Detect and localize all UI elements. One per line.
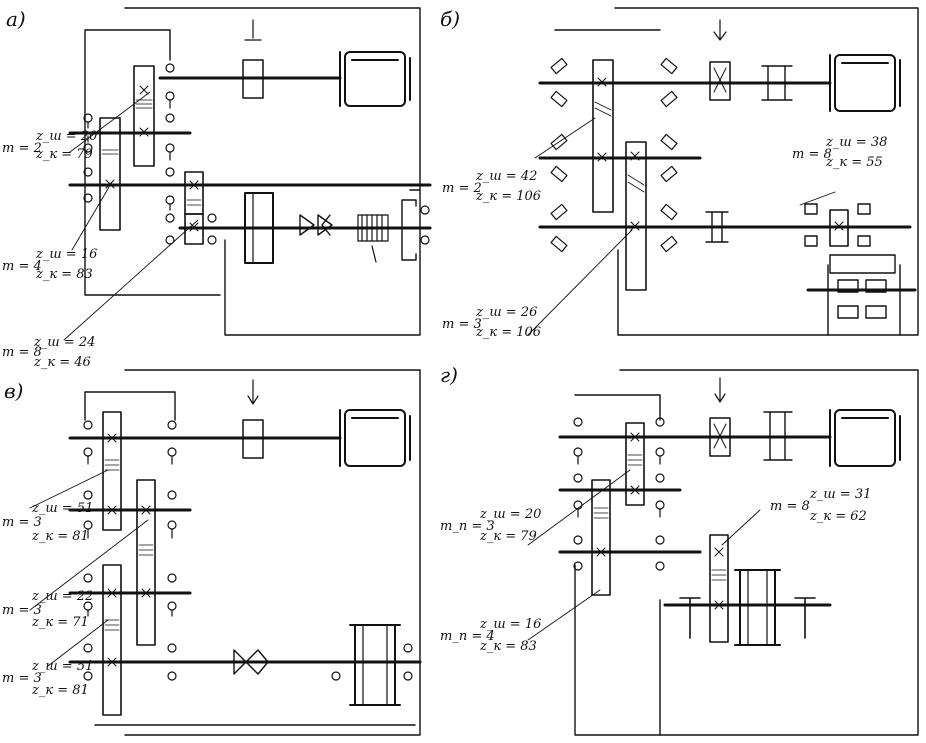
panel-b-housing	[554, 7, 919, 336]
panel-a-letter: а)	[6, 7, 26, 31]
panel-d-gear-3	[709, 534, 729, 643]
panel-b-gear-2	[625, 141, 647, 291]
panel-d-label-2-top: z_ш = 16	[479, 617, 541, 632]
panel-c-gear-1	[102, 411, 122, 531]
panel-c-label-3-bot: z_к = 81	[31, 683, 89, 698]
panel-d-label-2-m: m_п = 4	[440, 629, 495, 644]
panel-a-gear-2	[99, 117, 121, 231]
panel-c-letter: в)	[4, 379, 23, 403]
panel-a-housing	[84, 7, 421, 336]
panel-a-gear-3	[184, 171, 204, 215]
panel-d-housing	[574, 369, 919, 736]
panel-a: а)	[2, 7, 432, 370]
panel-c-gear-3	[102, 564, 122, 716]
panel-a-label-3-m: m = 8	[2, 345, 42, 360]
panel-a-label-1-m: m = 2	[2, 141, 42, 156]
panel-a-label-1-top: z_ш = 20	[35, 129, 97, 144]
panel-c-label-2-m: m = 3	[2, 603, 42, 618]
panel-d-bearings	[573, 417, 665, 571]
panel-d-label-1-m: m_п = 3	[440, 519, 495, 534]
panel-c-bearings	[83, 420, 413, 681]
panel-d-label-2-bot: z_к = 83	[479, 639, 537, 654]
panel-d-motor	[829, 409, 901, 467]
panel-c-label-1-m: m = 3	[2, 515, 42, 530]
panel-c-label-1-bot: z_к = 81	[31, 529, 89, 544]
panel-b-output-mechanism	[804, 203, 917, 336]
panel-b-input-coupling	[709, 61, 731, 101]
panel-b-label-3-m: m = 8	[792, 147, 832, 162]
panel-d-input-coupling	[709, 417, 731, 457]
panel-a-label-2-bot: z_к = 83	[35, 267, 93, 282]
panel-b-label-2-top: z_ш = 26	[475, 305, 537, 320]
panel-b-label-2-m: m = 3	[442, 317, 482, 332]
panel-b-label-2-bot: z_к = 106	[475, 325, 541, 340]
panel-c-label-2-top: z_ш = 22	[31, 589, 93, 604]
panel-b-label-1-top: z_ш = 42	[475, 169, 537, 184]
panel-a-drum	[244, 192, 274, 264]
panel-d-label-1-top: z_ш = 20	[479, 507, 541, 522]
panel-a-label-2-top: z_ш = 16	[35, 247, 97, 262]
panel-a-gear-1	[133, 65, 155, 167]
panel-a-motor	[339, 51, 411, 107]
panel-c-input-coupling	[242, 419, 264, 459]
panel-a-gear-4	[184, 213, 204, 245]
panel-d-label-3-top: z_ш = 31	[809, 487, 871, 502]
panel-b: б)	[440, 7, 919, 340]
panel-d-gear-1	[625, 422, 645, 506]
panel-d-label-3-m: m = 8	[770, 499, 810, 514]
panel-c: в)	[2, 369, 422, 736]
panel-d: г)	[440, 363, 919, 736]
panel-d-gear-2	[591, 479, 611, 596]
panel-b-motor	[829, 54, 901, 112]
panel-a-clutch	[299, 214, 333, 236]
panel-b-label-1-bot: z_к = 106	[475, 189, 541, 204]
panel-c-gear-2	[136, 479, 156, 646]
panel-a-spring	[357, 214, 389, 263]
panel-a-input-coupling	[242, 59, 264, 99]
panel-b-coupling-2	[761, 65, 793, 101]
panel-d-label-3-bot: z_к = 62	[809, 509, 867, 524]
panel-d-letter: г)	[440, 363, 458, 387]
panel-c-housing	[84, 369, 421, 736]
panel-b-gear-1	[592, 59, 614, 213]
panel-d-output-drum	[734, 569, 781, 646]
panel-a-label-3-top: z_ш = 24	[33, 335, 95, 350]
panel-d-coupling-2	[763, 411, 793, 461]
panel-d-supports	[679, 597, 816, 639]
panel-c-clutch	[233, 649, 269, 675]
panel-a-output-bracket	[401, 199, 417, 261]
panel-b-gear-3	[829, 209, 849, 247]
panel-b-label-3-bot: z_к = 55	[825, 155, 883, 170]
panel-b-label-1-m: m = 2	[442, 181, 482, 196]
panel-c-motor	[339, 409, 411, 467]
panel-d-label-1-bot: z_к = 79	[479, 529, 537, 544]
panel-c-drum	[349, 624, 401, 706]
panel-a-label-3-bot: z_к = 46	[33, 355, 91, 370]
panel-a-label-1-bot: z_к = 79	[35, 147, 93, 162]
panel-c-label-3-m: m = 3	[2, 671, 42, 686]
panel-c-label-2-bot: z_к = 71	[31, 615, 89, 630]
panel-a-label-2-m: m = 4	[2, 259, 42, 274]
panel-b-coupling-3	[705, 211, 729, 243]
panel-c-label-1-top: z_ш = 51	[31, 501, 93, 516]
panel-b-letter: б)	[440, 7, 460, 31]
panel-b-bearings	[550, 57, 678, 253]
panel-c-label-3-top: z_ш = 51	[31, 659, 93, 674]
panel-b-label-3-top: z_ш = 38	[825, 135, 887, 150]
